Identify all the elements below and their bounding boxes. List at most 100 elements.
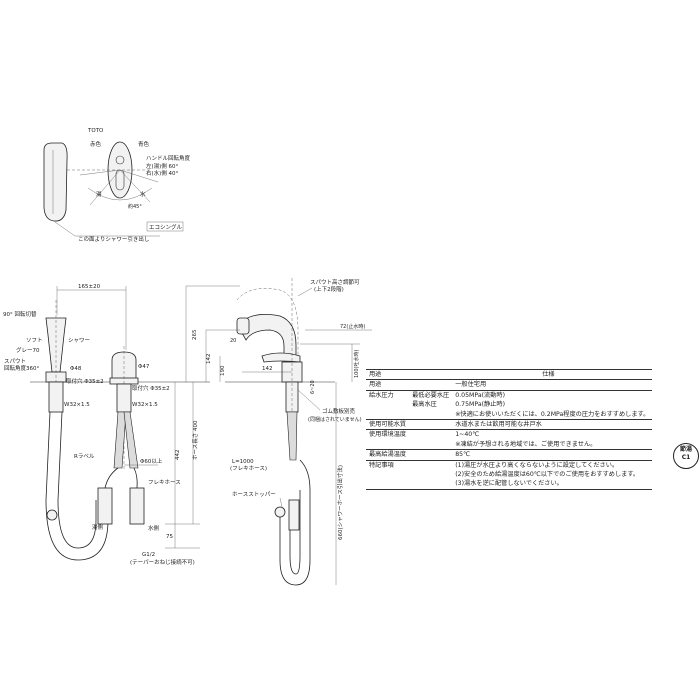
svg-text:シャワー: シャワー [68, 337, 90, 344]
spec-row: (3)湯水を逆に配管しないでください。 [366, 479, 653, 490]
mixer-shank [116, 383, 132, 413]
spec-key: 最高給湯温度 [369, 451, 407, 459]
svg-text:湯: 湯 [96, 190, 102, 198]
svg-text:TOTO: TOTO [87, 128, 104, 134]
spec-value: (2)安全のため給湯温度は60℃以下でのご使用をおすすめします。 [455, 471, 640, 479]
spec-key: 用途 [369, 381, 382, 389]
svg-text:Rラベル: Rラベル [74, 453, 95, 460]
spec-value: 1~40℃ [455, 431, 480, 439]
svg-text:ソフト: ソフト [26, 337, 43, 344]
spec-subkey [409, 430, 452, 440]
svg-text:取付穴 Φ35±2: 取付穴 Φ35±2 [66, 377, 104, 385]
svg-text:(上下2段階): (上下2段階) [314, 285, 344, 293]
spec-value: ※快適にお使いいただくには、0.2MPa程度の圧力をおすすめします。 [455, 410, 650, 418]
spec-key [366, 440, 409, 450]
svg-text:水側: 水側 [148, 524, 160, 532]
shower-shank [48, 381, 64, 413]
svg-text:左(湯)側 60°: 左(湯)側 60° [146, 162, 179, 170]
spec-header-use: 用途 [369, 371, 382, 378]
stamp-bottom: C1 [681, 454, 691, 461]
side-shower-hose [279, 459, 311, 586]
side-shank [285, 381, 299, 413]
spec-row: 最高給湯温度 85℃ [366, 449, 653, 460]
spec-key [366, 410, 409, 420]
svg-text:Φ60以上: Φ60以上 [140, 457, 163, 465]
svg-text:取付穴 Φ35±2: 取付穴 Φ35±2 [132, 384, 170, 392]
spec-value: 0.05MPa(流動時) [455, 391, 506, 399]
svg-text:G1/2: G1/2 [142, 552, 155, 558]
svg-text:W32×1.5: W32×1.5 [132, 402, 158, 408]
svg-text:142: 142 [206, 354, 212, 365]
spec-row: ※快適にお使いいただくには、0.2MPa程度の圧力をおすすめします。 [366, 410, 652, 420]
lever-handle [261, 352, 301, 363]
spec-row: (2)安全のため給湯温度は60℃以下でのご使用をおすすめします。 [366, 470, 652, 479]
svg-text:グレー70: グレー70 [16, 346, 40, 354]
svg-text:L=1000: L=1000 [232, 459, 254, 465]
spec-key [366, 479, 409, 489]
svg-text:ハンドル回転角度: ハンドル回転角度 [146, 154, 191, 162]
svg-text:スパウト: スパウト [4, 357, 26, 365]
svg-text:Φ47: Φ47 [138, 364, 150, 370]
svg-text:190: 190 [220, 365, 226, 376]
spec-header-row: 用途 仕様 [366, 369, 653, 380]
spec-key [366, 470, 409, 479]
svg-text:ホース長さ 400: ホース長さ 400 [192, 420, 199, 460]
spec-key: 給水圧力 [369, 391, 394, 399]
spec-row: 特記事項(1)湯圧が水圧より高くならないように設定してください。 [366, 460, 653, 470]
supply-hose-cold [123, 411, 139, 469]
faucet-top-body [43, 142, 68, 222]
hose-weight [46, 509, 58, 521]
svg-text:142: 142 [262, 366, 273, 372]
spec-row: 使用可能水質水道水または飲用可能な井戸水 [366, 419, 653, 430]
svg-text:回転角度360°: 回転角度360° [4, 364, 39, 372]
shower-hose [45, 411, 109, 561]
cold-connector [129, 487, 145, 525]
spec-key [366, 400, 409, 409]
svg-text:この面よりシャワー引き出し: この面よりシャワー引き出し [78, 235, 149, 243]
svg-text:ゴム敷板別売: ゴム敷板別売 [322, 407, 356, 415]
spec-row: 用途一般住宅用 [366, 380, 653, 391]
spec-subkey: 最高水圧 [412, 401, 437, 409]
svg-text:ホースストッパー: ホースストッパー [232, 491, 276, 498]
spec-subkey [409, 380, 452, 390]
svg-text:(同梱はされていません): (同梱はされていません) [308, 416, 362, 423]
spec-key: 使用可能水質 [369, 421, 407, 429]
spec-value: 85℃ [455, 451, 471, 459]
spec-key: 使用環境温度 [369, 431, 407, 439]
svg-text:青色: 青色 [138, 140, 150, 148]
svg-text:165±20: 165±20 [78, 284, 101, 290]
side-view: 265 142 190 142 20 スパウト高さ調節可 (上下2段階) 72(… [185, 278, 372, 586]
supply-hose-hot [113, 411, 127, 469]
svg-text:72(止水時): 72(止水時) [340, 323, 365, 330]
shower-nozzle [236, 317, 250, 335]
svg-text:赤色: 赤色 [90, 140, 102, 148]
water-saving-stamp: 節湯 C1 [673, 443, 699, 469]
svg-text:100(吐水時): 100(吐水時) [353, 350, 360, 378]
spec-subkey [409, 420, 452, 430]
spec-subkey [409, 470, 452, 479]
spec-key: 特記事項 [369, 461, 394, 469]
svg-text:265: 265 [192, 329, 198, 340]
top-view: TOTO 赤色 青色 ハンドル回転角度 左(湯)側 60° 右(水)側 40° … [43, 128, 191, 243]
svg-text:エコシングル: エコシングル [149, 223, 183, 231]
svg-text:Φ48: Φ48 [70, 366, 82, 372]
svg-text:水: 水 [140, 190, 146, 198]
spec-subkey [409, 410, 452, 420]
hose-stopper-weight [274, 506, 286, 518]
svg-text:(テーパーおねじ接続不可): (テーパーおねじ接続不可) [130, 558, 195, 566]
svg-text:約45°: 約45° [128, 203, 142, 210]
svg-text:442: 442 [175, 450, 181, 461]
spec-header-spec: 仕様 [542, 371, 555, 378]
svg-text:90° 回転切替: 90° 回転切替 [3, 310, 37, 318]
hot-connector [97, 487, 113, 525]
spec-row: 使用環境温度 1~40℃ [366, 429, 653, 440]
svg-text:6~20: 6~20 [310, 380, 316, 394]
spec-row: ※凍結が予想される地域では、ご使用できません。 [366, 440, 652, 450]
spec-subkey [409, 460, 452, 470]
svg-text:20: 20 [230, 338, 236, 344]
svg-text:フレキホース: フレキホース [148, 479, 181, 486]
